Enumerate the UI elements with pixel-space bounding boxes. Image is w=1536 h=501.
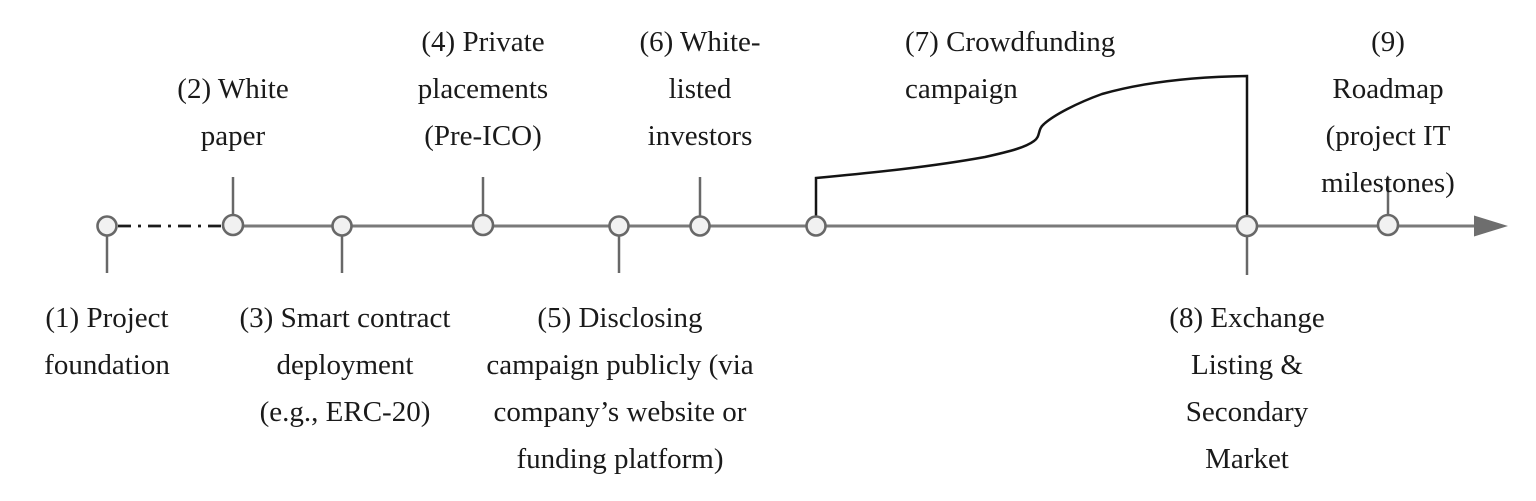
timeline-node-8 [1235, 214, 1259, 238]
stage-8-label: (8) Exchange Listing & Secondary Market [1169, 302, 1325, 475]
timeline-node-9 [1376, 213, 1400, 237]
stage-2-label: (2) White paper [177, 73, 289, 152]
axis-arrowhead-icon [1474, 215, 1508, 237]
timeline-node-7 [805, 215, 827, 237]
timeline-node-3 [331, 215, 353, 237]
crowdfunding-growth-curve [814, 74, 1249, 224]
stage-4-label: (4) Private placements (Pre-ICO) [417, 26, 549, 152]
stage-6-label: (6) White- listed investors [639, 26, 761, 152]
timeline-node-5 [608, 215, 630, 237]
stage-5-label: (5) Disclosing campaign publicly (via co… [486, 302, 754, 475]
stage-3-label: (3) Smart contract deployment (e.g., ERC… [239, 302, 451, 428]
stage-9-label: (9) Roadmap (project IT milestones) [1321, 26, 1455, 199]
timeline-node-6 [689, 215, 711, 237]
timeline-node-4 [471, 213, 495, 237]
stage-1-label: (1) Project foundation [44, 302, 170, 381]
timeline-node-2 [221, 213, 245, 237]
timeline-node-1 [96, 215, 118, 237]
stage-7-label: (7) Crowdfunding campaign [905, 26, 1116, 105]
